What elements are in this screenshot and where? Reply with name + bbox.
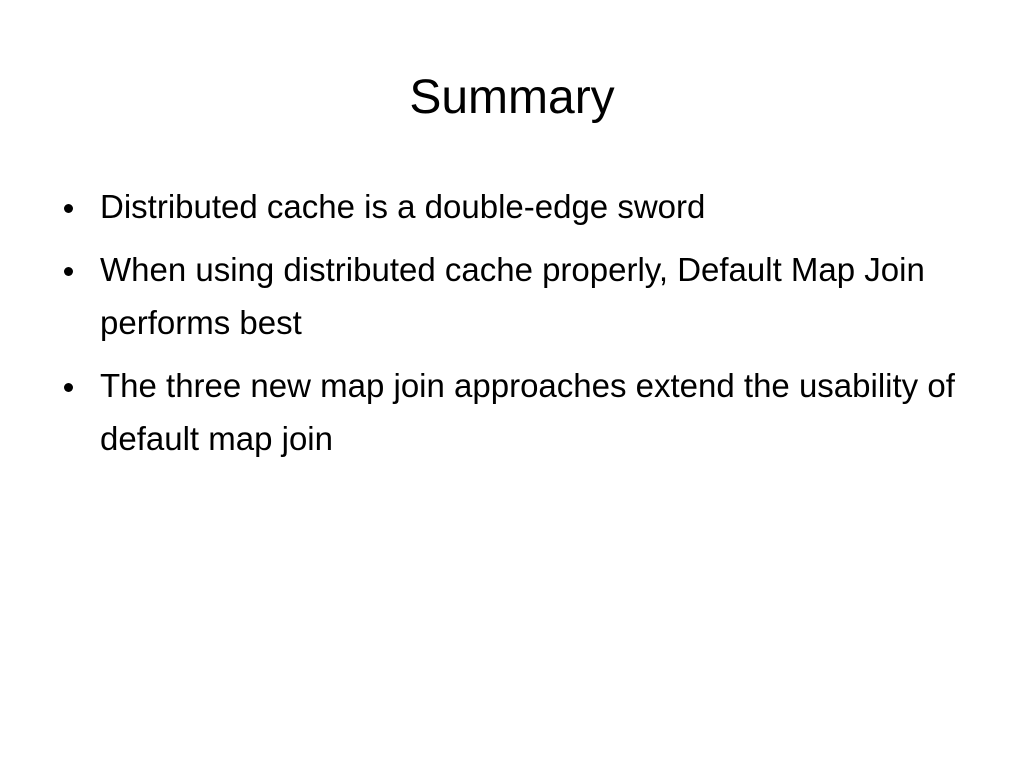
bullet-icon (64, 267, 73, 276)
bullet-list: Distributed cache is a double-edge sword… (62, 180, 982, 475)
bullet-text: Distributed cache is a double-edge sword (100, 188, 706, 225)
bullet-item: When using distributed cache properly, D… (62, 243, 982, 349)
bullet-text: The three new map join approaches extend… (100, 367, 955, 457)
bullet-text: When using distributed cache properly, D… (100, 251, 925, 341)
bullet-item: The three new map join approaches extend… (62, 359, 982, 465)
slide-title: Summary (409, 71, 615, 124)
bullet-icon (64, 383, 73, 392)
bullet-icon (64, 204, 73, 213)
bullet-item: Distributed cache is a double-edge sword (62, 180, 982, 233)
